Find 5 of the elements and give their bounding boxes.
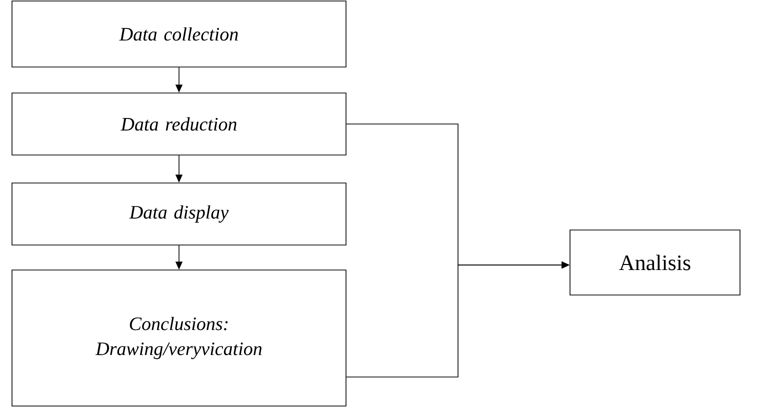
process-box: Data collection	[12, 0, 346, 68]
process-box: Data reduction	[12, 92, 346, 156]
process-box: Conclusions: Drawing/veryvication	[12, 270, 346, 406]
result-box: Analisis	[570, 230, 740, 296]
process-box: Data display	[12, 182, 346, 246]
